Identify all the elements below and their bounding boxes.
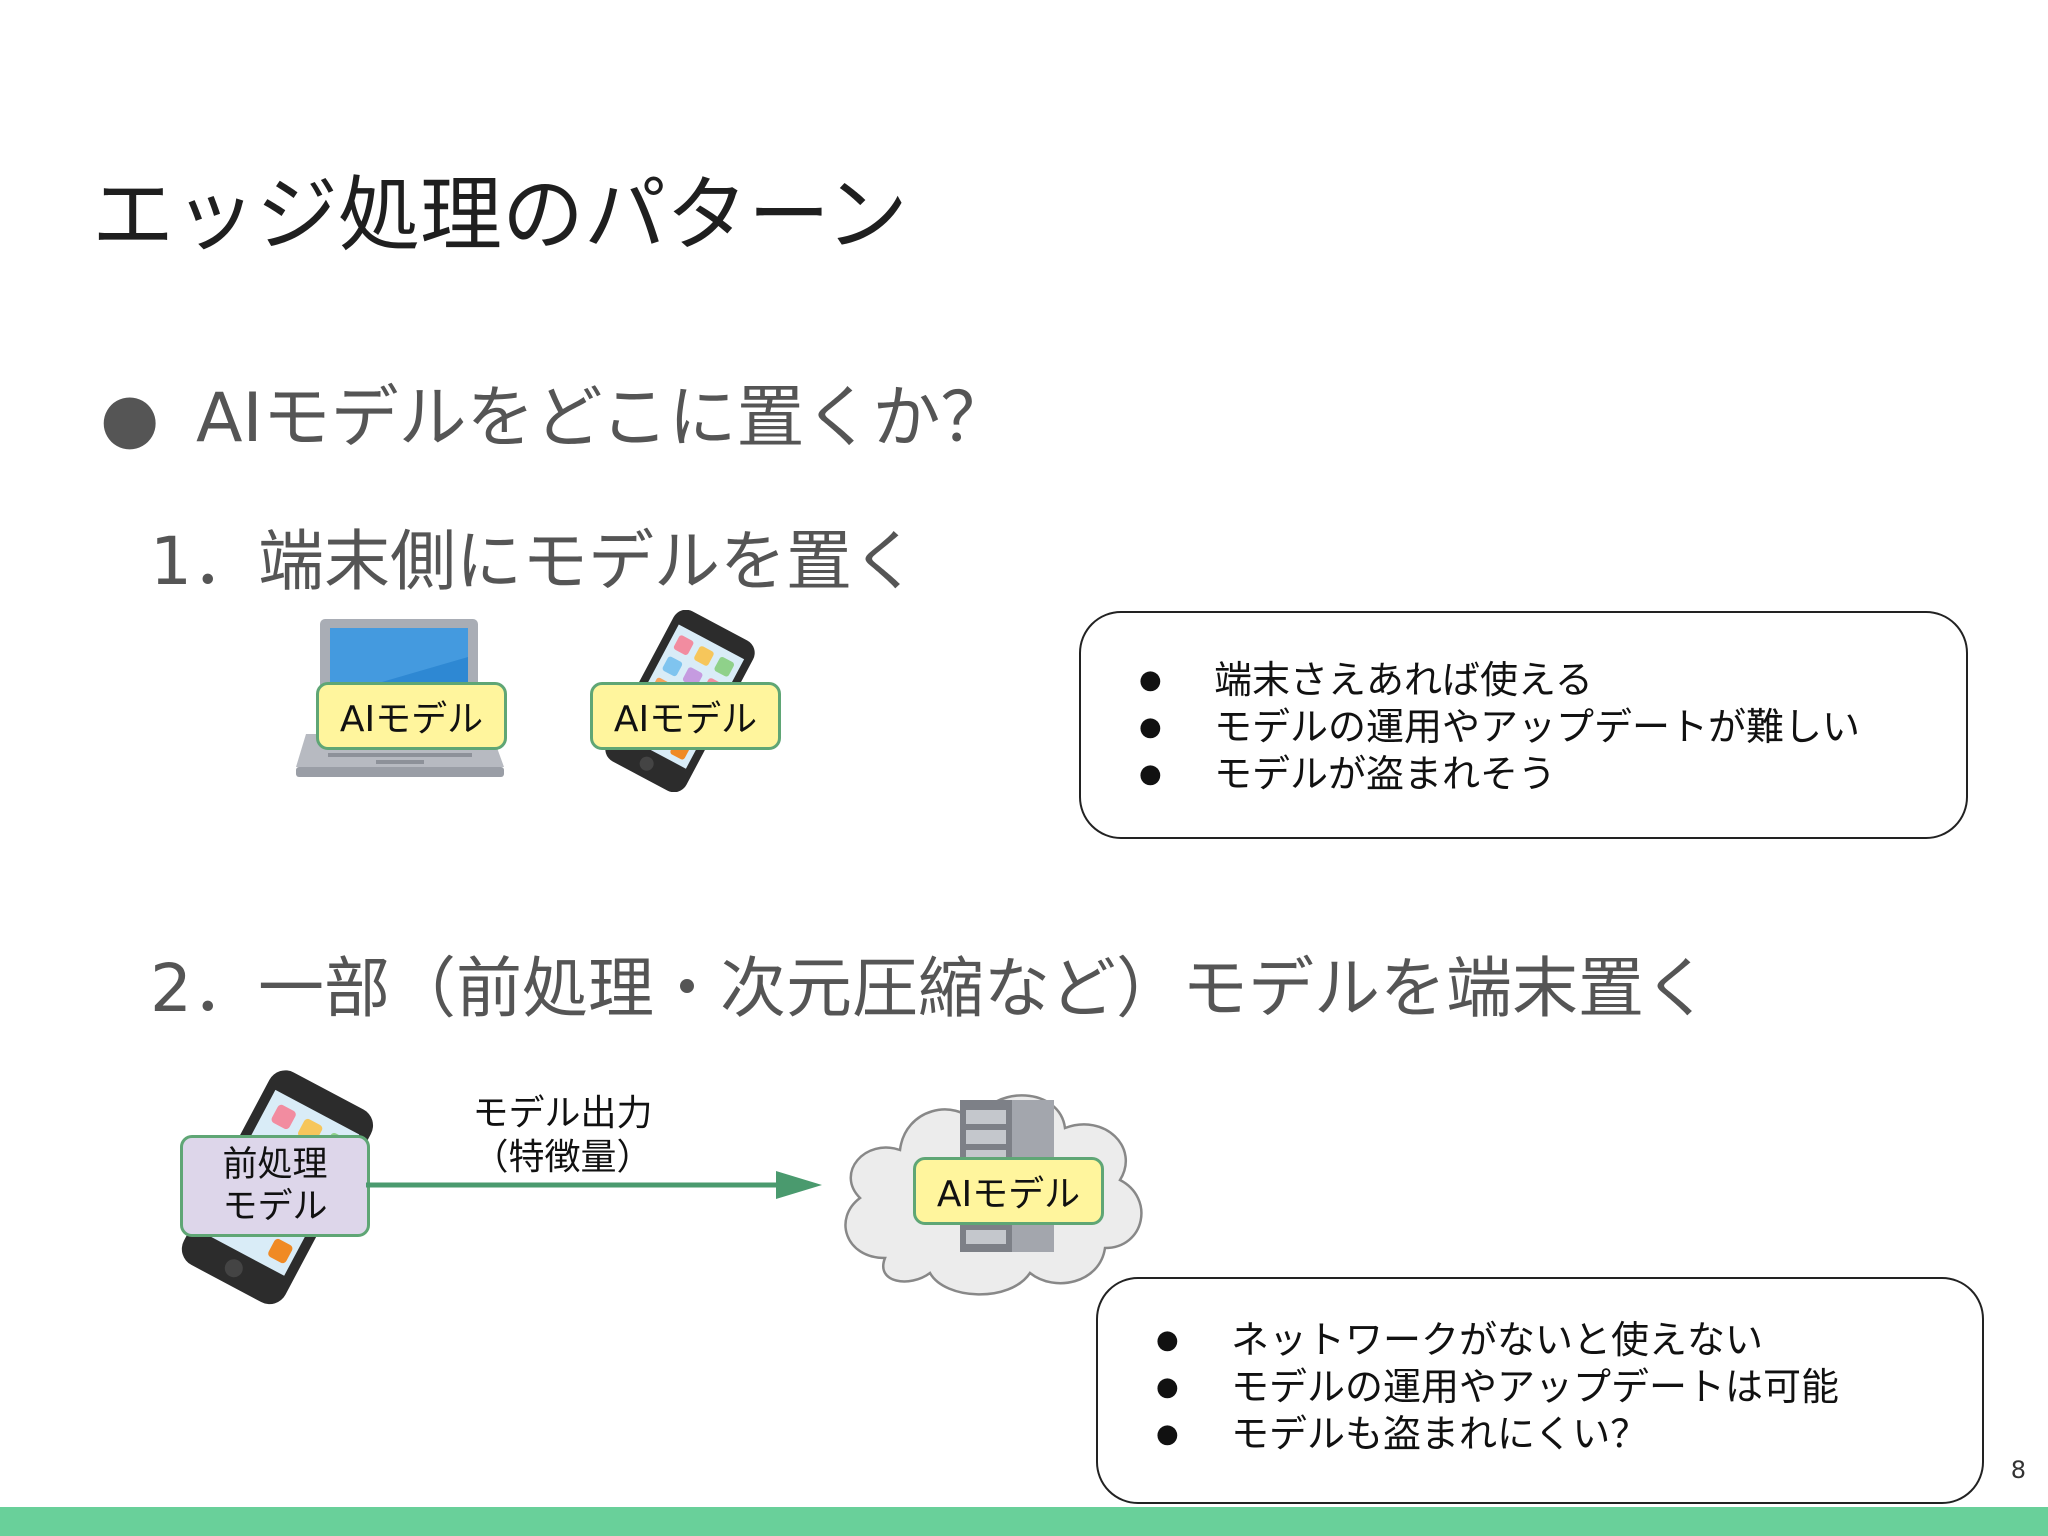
note-item: ●モデルも盗まれにくい？ [1156,1412,1649,1456]
note-item: ●ネットワークがないと使えない [1156,1318,1764,1362]
note-item: ●端末さえあれば使える [1139,658,1593,702]
slide-title: エッジ処理のパターン [92,168,908,263]
cloud-ai-model-label: AIモデル [913,1157,1104,1225]
page-number: 8 [2010,1456,2026,1484]
question-text: AIモデルをどこに置くか？ [196,379,1009,458]
note-item: ●モデルが盗まれそう [1139,752,1557,796]
footer-bar [0,1507,2048,1536]
pattern1-notes-box: ●端末さえあれば使える ●モデルの運用やアップデートが難しい ●モデルが盗まれそ… [1079,611,1968,839]
note-item: ●モデルの運用やアップデートが難しい [1139,705,1861,749]
note-item: ●モデルの運用やアップデートは可能 [1156,1365,1840,1409]
main-bullet: ● AIモデルをどこに置くか？ [100,362,1009,461]
bullet-dot: ● [100,379,160,458]
phone-ai-model-label: AIモデル [590,682,781,750]
preprocess-model-label: 前処理 モデル [180,1135,370,1237]
arrow-icon [366,1171,822,1199]
arrow-label: モデル出力 （特徴量） [472,1093,653,1178]
laptop-ai-model-label: AIモデル [316,682,507,750]
pattern2-notes-box: ●ネットワークがないと使えない ●モデルの運用やアップデートは可能 ●モデルも盗… [1096,1277,1984,1504]
item-2-heading: 2．一部（前処理・次元圧縮など）モデルを端末置く [150,950,1710,1027]
item-1-heading: 1．端末側にモデルを置く [150,523,918,600]
